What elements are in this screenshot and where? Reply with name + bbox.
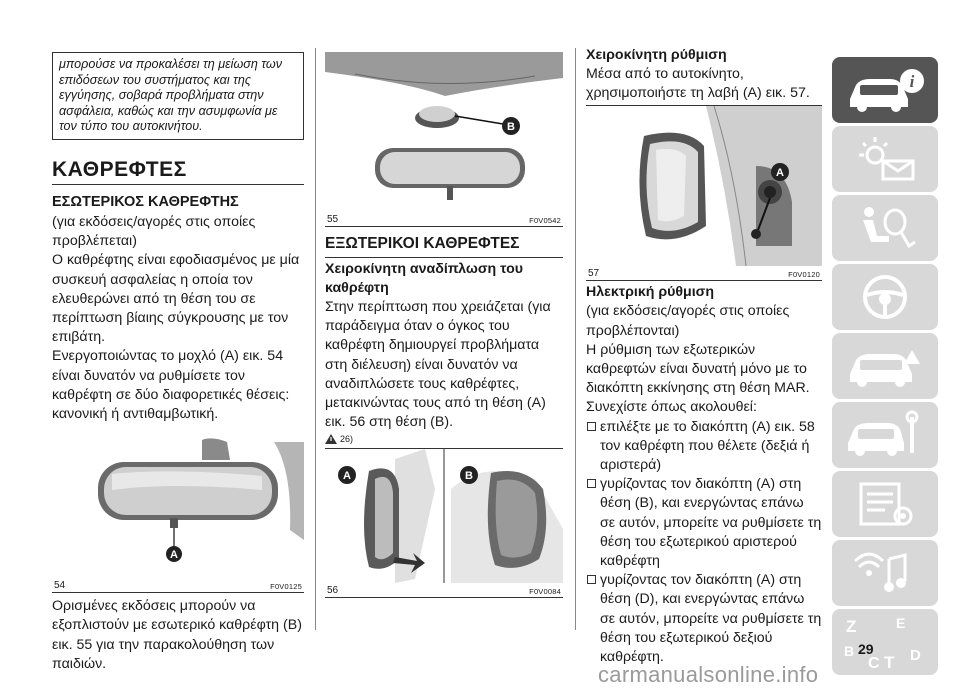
tab-airbag-seat[interactable] (832, 195, 938, 261)
page-number: 29 (858, 641, 874, 657)
figure-56: A B 56 F0V0084 (325, 448, 563, 599)
figure-code: F0V0542 (529, 216, 561, 225)
callout-b-label: B (465, 470, 473, 482)
subsection-heading: Χειροκίνητη αναδίπλωση του καθρέφτη (325, 261, 524, 296)
paragraph: (για εκδόσεις/αγορές στις οποίες προβλέπ… (52, 213, 256, 250)
index-letters-icon: Z E B C T D (844, 615, 921, 672)
tab-car-tools[interactable] (832, 402, 938, 468)
car-emergency-icon (850, 350, 920, 387)
manual-mirror-adjustment-illustration: A (639, 106, 822, 267)
paragraph: Μέσα από το αυτοκίνητο, χρησιμοποιήστε τ… (586, 66, 810, 102)
svg-text:i: i (910, 72, 915, 91)
list-item-text: γυρίζοντας τον διακόπτη (A) στη θέση (D)… (600, 572, 822, 666)
car-info-icon: i (850, 69, 924, 112)
svg-text:C: C (868, 655, 880, 672)
checkbox-bullet-icon (587, 479, 596, 489)
figure-number: 54 (54, 580, 66, 592)
column-2: B 55 F0V0542 ΕΞΩΤΕΡΙΚΟΙ ΚΑΘΡΕΦΤΕΣ Χειροκ… (325, 52, 563, 599)
child-monitoring-mirror-illustration: B (325, 52, 563, 200)
callout-a-label: A (170, 549, 178, 561)
column-divider (315, 48, 316, 630)
tab-index[interactable]: Z E B C T D (832, 609, 938, 675)
paragraph: Ορισμένες εκδόσεις μπορούν να εξοπλιστού… (52, 598, 302, 672)
figure-code: F0V0120 (788, 270, 820, 280)
note-reference: 26) (325, 434, 563, 445)
tab-car-info[interactable]: i (832, 57, 938, 123)
svg-text:Z: Z (846, 617, 856, 636)
list-item-text: γυρίζοντας τον διακόπτη (A) στη θέση (B)… (600, 476, 822, 570)
figure-55: B 55 F0V0542 (325, 52, 563, 227)
paragraph: Η ρύθμιση των εξωτερικών καθρεφτών είναι… (586, 341, 810, 397)
note-reference-number: 26) (340, 434, 354, 445)
svg-text:B: B (844, 643, 854, 659)
svg-text:T: T (884, 653, 895, 672)
section-heading: ΕΞΩΤΕΡΙΚΟΙ ΚΑΘΡΕΦΤΕΣ (325, 235, 520, 252)
chapter-sidebar: i (832, 57, 938, 678)
callout-b-label: B (507, 121, 515, 133)
column-1: μπορούσε να προκαλέσει τη μείωση των επι… (52, 52, 304, 674)
steering-wheel-icon (863, 275, 907, 319)
tab-steering-wheel[interactable] (832, 264, 938, 330)
callout-a-label: A (343, 470, 351, 482)
section-heading: ΚΑΘΡΕΦΤΕΣ (52, 158, 304, 185)
warning-text: μπορούσε να προκαλέσει τη μείωση των επι… (59, 57, 283, 134)
paragraph: Ενεργοποιώντας το μοχλό (A) εικ. 54 είνα… (52, 348, 290, 422)
warning-box: μπορούσε να προκαλέσει τη μείωση των επι… (52, 52, 304, 140)
column-3: Χειροκίνητη ρύθμιση Μέσα από το αυτοκίνη… (586, 46, 822, 667)
figure-57: A 57 F0V0120 (586, 105, 822, 282)
figure-54: A 54 F0V0125 (52, 430, 304, 594)
tab-warning-lights[interactable] (832, 126, 938, 192)
paragraph: (για εκδόσεις/αγορές στις οποίες προβλέπ… (586, 303, 790, 339)
paragraph: Στην περίπτωση που χρειάζεται (για παράδ… (325, 299, 551, 431)
checkbox-bullet-icon (587, 421, 596, 431)
svg-text:D: D (910, 647, 921, 664)
tab-multimedia[interactable] (832, 540, 938, 606)
list-item: επιλέξτε με το διακόπτη (A) εικ. 58 τον … (586, 418, 822, 476)
svg-text:E: E (896, 615, 905, 631)
subsection-heading: ΕΣΩΤΕΡΙΚΟΣ ΚΑΘΡΕΦΤΗΣ (52, 193, 239, 210)
warning-triangle-icon (325, 434, 337, 445)
tab-car-emergency[interactable] (832, 333, 938, 399)
tab-technical-data[interactable] (832, 471, 938, 537)
heading-rule (325, 257, 563, 258)
figure-number: 57 (588, 268, 600, 280)
list-item: γυρίζοντας τον διακόπτη (A) στη θέση (D)… (586, 571, 822, 667)
subsection-heading: Χειροκίνητη ρύθμιση (586, 47, 727, 63)
subsection-heading: Ηλεκτρική ρύθμιση (586, 284, 715, 301)
paragraph: Ο καθρέφτης είναι εφοδιασμένος με μία συ… (52, 252, 300, 346)
watermark: carmanualsonline.info (598, 662, 819, 687)
multimedia-icon (853, 552, 907, 592)
car-tools-icon (848, 410, 919, 456)
paragraph: Συνεχίστε όπως ακολουθεί: (586, 399, 757, 416)
callout-a-label: A (776, 167, 784, 179)
figure-number: 55 (327, 214, 339, 225)
column-divider (575, 48, 576, 630)
warning-lights-icon (859, 137, 915, 181)
figure-code: F0V0125 (270, 582, 302, 592)
figure-code: F0V0084 (529, 587, 561, 597)
rear-view-mirror-illustration: A (98, 438, 304, 563)
figure-number: 56 (327, 585, 339, 597)
checkbox-bullet-icon (587, 575, 596, 585)
list-item: γυρίζοντας τον διακόπτη (A) στη θέση (B)… (586, 475, 822, 571)
folding-side-mirror-illustration: A B (338, 449, 563, 584)
list-item-text: επιλέξτε με το διακόπτη (A) εικ. 58 τον … (600, 418, 815, 474)
technical-data-icon (859, 482, 913, 526)
airbag-seat-icon (863, 207, 916, 249)
